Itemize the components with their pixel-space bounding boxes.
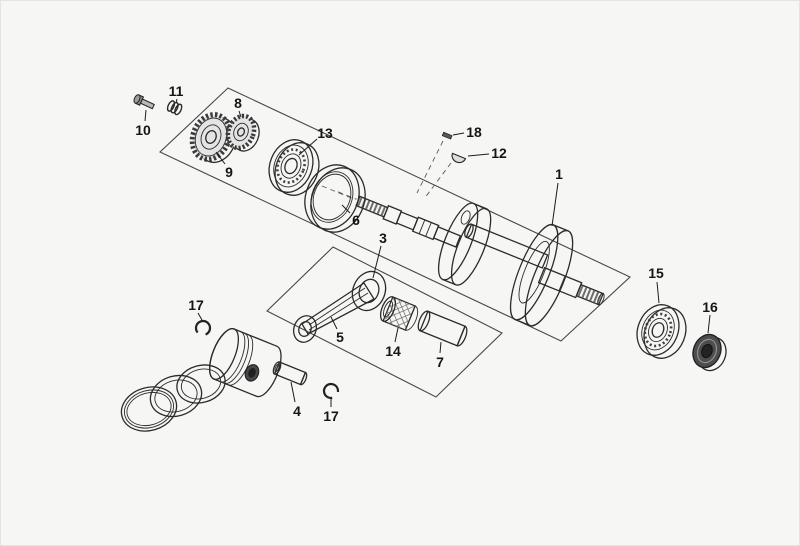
needle-bearing-part (379, 296, 419, 331)
dowel-pin-part (441, 131, 453, 140)
leader-line-11 (175, 98, 178, 104)
lock-washer-part (166, 100, 183, 116)
leader-line-8 (238, 110, 242, 118)
leader-line-13 (298, 138, 318, 156)
leader-line-12 (467, 153, 490, 157)
leader-line-7 (439, 341, 442, 354)
crank-pin-part (417, 310, 468, 347)
piston-pin-circlip-part (194, 319, 212, 337)
timing-sprocket-part (189, 112, 237, 164)
lower-assembly-frame (266, 246, 503, 398)
ring-plate-part (304, 164, 366, 233)
leader-line-4 (290, 381, 296, 403)
leader-line-14 (394, 327, 399, 343)
piston-rings-part (120, 364, 226, 432)
oil-seal-part (692, 333, 727, 372)
piston-pin-part (272, 361, 308, 386)
leader-line-18 (452, 132, 465, 136)
leader-line-1 (551, 182, 559, 227)
right-ball-bearing-part (636, 304, 687, 359)
cam-chain-sprocket-part (225, 113, 260, 152)
leader-line-16 (707, 314, 711, 334)
leader-line-6 (341, 204, 351, 214)
leader-line-3 (372, 245, 382, 279)
flange-bolt-part (133, 94, 155, 110)
assembly-axis-dashes (321, 140, 452, 200)
crankshaft-part (337, 191, 605, 327)
left-ball-bearing-part (268, 139, 320, 196)
connecting-rod-part (292, 270, 387, 343)
leader-line-5 (330, 316, 338, 330)
piston-pin-circlip-part (322, 382, 340, 400)
upper-assembly-frame (159, 87, 631, 342)
leader-line-17 (197, 312, 203, 321)
piston-part (208, 327, 282, 398)
woodruff-key-part (451, 152, 467, 164)
leader-line-9 (215, 151, 226, 165)
leader-line-15 (656, 281, 660, 304)
leader-lines (144, 98, 711, 407)
leader-line-10 (144, 109, 147, 122)
